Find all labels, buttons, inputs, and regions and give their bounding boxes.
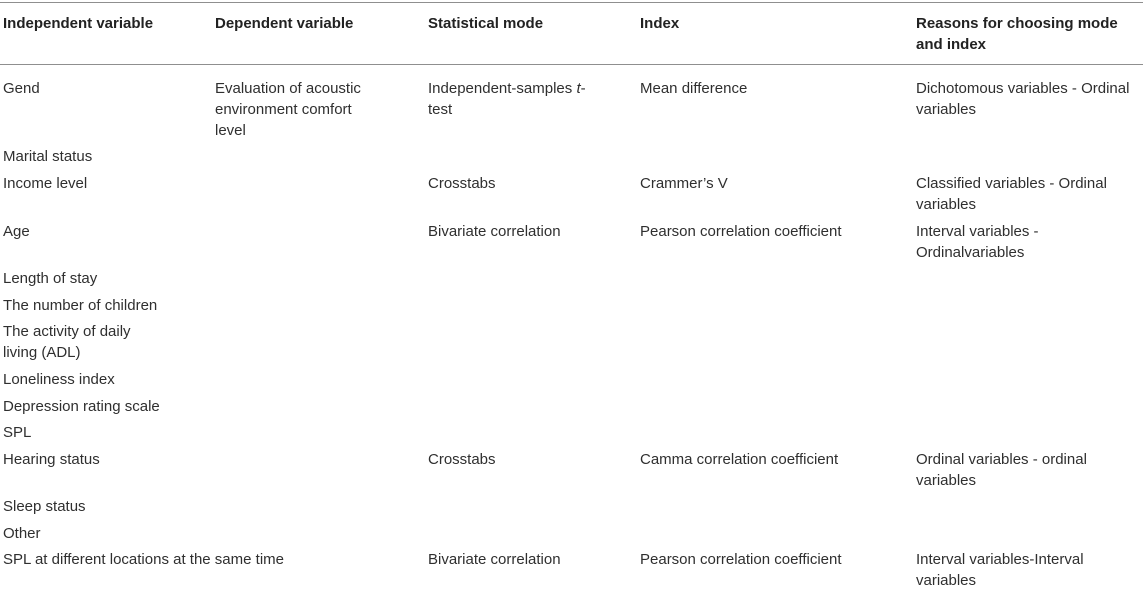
header-independent-variable: Independent variable <box>3 15 154 32</box>
table-top-rule <box>0 2 1143 3</box>
mode-t-italic: t <box>576 80 581 97</box>
cell-mode-bivariate-spl: Bivariate correlation <box>428 551 561 568</box>
cell-independent-adl: The activity of daily living (ADL) <box>3 323 131 361</box>
cell-mode-crosstabs-hearing: Crosstabs <box>428 451 496 468</box>
cell-mode-bivariate: Bivariate correlation <box>428 223 561 240</box>
cell-independent-number-of-children: The number of children <box>3 297 158 314</box>
header-index: Index <box>640 15 680 32</box>
cell-index-mean-difference: Mean difference <box>640 80 748 97</box>
cell-independent-length-of-stay: Length of stay <box>3 270 98 287</box>
cell-independent-hearing-status: Hearing status <box>3 451 100 468</box>
cell-independent-gend: Gend <box>3 80 40 97</box>
cell-independent-spl-different-locations: SPL at different locations at the same t… <box>3 551 284 568</box>
cell-index-pearson-spl: Pearson correlation coefficient <box>640 551 842 568</box>
cell-independent-spl: SPL <box>3 424 32 441</box>
mode-prefix: Independent-samples <box>428 80 577 97</box>
cell-mode-crosstabs: Crosstabs <box>428 175 496 192</box>
cell-reason-classified: Classified variables - Ordinal variables <box>916 175 1107 213</box>
header-dependent-variable: Dependent variable <box>215 15 354 32</box>
cell-reason-dichotomous: Dichotomous variables - Ordinal variable… <box>916 80 1130 118</box>
cell-independent-other: Other <box>3 525 41 542</box>
header-reasons: Reasons for choosing mode and index <box>916 15 1118 53</box>
cell-reason-interval-interval: Interval variables-Interval variables <box>916 551 1084 589</box>
cell-independent-age: Age <box>3 223 30 240</box>
header-rule <box>0 64 1143 65</box>
cell-dependent-evaluation: Evaluation of acoustic environment comfo… <box>215 80 361 139</box>
mode-suffix: -test <box>428 80 586 118</box>
cell-index-crammers-v: Crammer’s V <box>640 175 728 192</box>
cell-reason-interval-ordinal: Interval variables - Ordinalvariables <box>916 223 1039 261</box>
header-statistical-mode: Statistical mode <box>428 15 544 32</box>
cell-independent-depression-rating-scale: Depression rating scale <box>3 398 160 415</box>
cell-independent-loneliness-index: Loneliness index <box>3 371 115 388</box>
cell-mode-independent-samples: Independent-samples t-test <box>428 78 588 120</box>
cell-independent-sleep-status: Sleep status <box>3 498 86 515</box>
cell-index-camma: Camma correlation coefficient <box>640 451 839 468</box>
cell-index-pearson: Pearson correlation coefficient <box>640 223 842 240</box>
cell-independent-income-level: Income level <box>3 175 88 192</box>
cell-reason-ordinal-ordinal: Ordinal variables - ordinal variables <box>916 451 1087 489</box>
cell-independent-marital-status: Marital status <box>3 148 93 165</box>
